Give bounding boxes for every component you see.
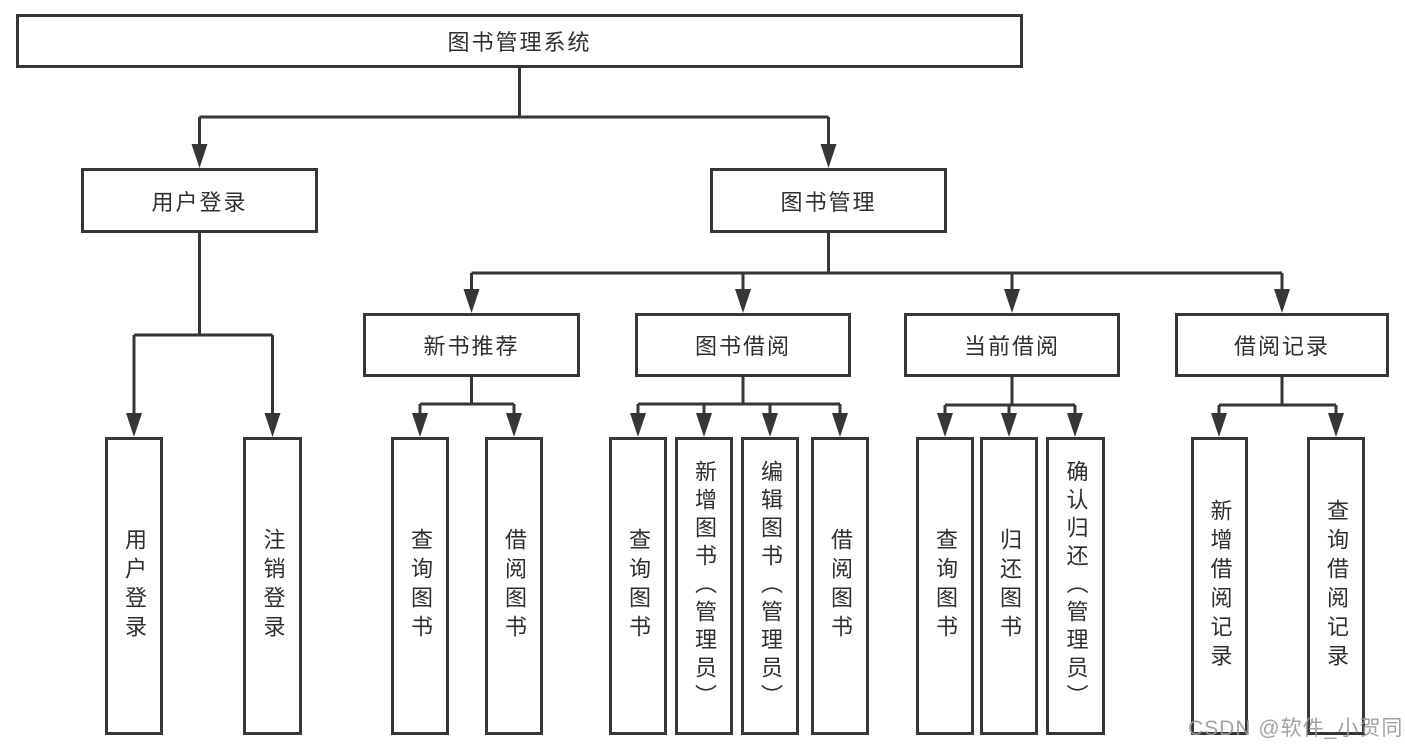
arrowhead	[630, 413, 646, 437]
arrowhead	[1211, 413, 1227, 437]
node-book-borrow-label: 图书借阅	[694, 334, 791, 359]
node-book-mgmt: 图书管理	[710, 168, 947, 233]
leaf-user-login: 用户登录	[105, 437, 163, 735]
leaf-add-record-label: 新增借阅记录	[1207, 499, 1233, 673]
node-borrow-record: 借阅记录	[1175, 313, 1389, 377]
connector-book-mgmt-to-level3	[463, 233, 1290, 313]
node-book-mgmt-label: 图书管理	[780, 189, 877, 215]
leaf-query-record: 查询借阅记录	[1307, 437, 1365, 735]
leaf-confirm-return-label: 确认归还（管理员）	[1063, 460, 1089, 712]
connector-current-borrow-to-leaves	[937, 377, 1083, 437]
leaf-return-book: 归还图书	[980, 437, 1038, 735]
arrowhead	[696, 413, 712, 437]
arrowhead	[820, 144, 837, 168]
leaf-query-book-2-label: 查询图书	[626, 528, 651, 644]
leaf-add-record: 新增借阅记录	[1191, 437, 1248, 735]
node-new-book-rec-label: 新书推荐	[423, 334, 520, 359]
node-root-label: 图书管理系统	[447, 30, 592, 55]
node-current-borrow-label: 当前借阅	[963, 334, 1060, 359]
connector-user-login-to-leaves	[126, 233, 281, 437]
leaf-query-record-label: 查询借阅记录	[1324, 499, 1349, 673]
arrowhead	[1328, 413, 1344, 437]
arrowhead	[1067, 413, 1083, 437]
leaf-borrow-book-1: 借阅图书	[485, 437, 543, 735]
leaf-edit-book: 编辑图书（管理员）	[741, 437, 799, 735]
connector-new-book-rec-to-leaves	[412, 377, 522, 437]
arrowhead	[264, 413, 281, 437]
arrowhead	[191, 144, 208, 168]
arrowhead	[1001, 413, 1017, 437]
leaf-query-book-3: 查询图书	[916, 437, 974, 735]
arrowhead	[126, 413, 142, 437]
arrowhead	[463, 289, 480, 313]
leaf-query-book-1-label: 查询图书	[408, 528, 433, 644]
connector-borrow-record-to-leaves	[1211, 377, 1344, 437]
leaf-user-login-label: 用户登录	[122, 528, 147, 644]
leaf-query-book-2: 查询图书	[609, 437, 667, 735]
arrowhead	[412, 413, 428, 437]
csdn-watermark: CSDN @软件_小贺同学	[1188, 717, 1405, 740]
leaf-return-book-label: 归还图书	[997, 528, 1022, 644]
arrowhead	[1274, 289, 1290, 313]
leaf-borrow-book-1-label: 借阅图书	[502, 528, 527, 644]
arrowhead	[762, 413, 778, 437]
leaf-borrow-book-2: 借阅图书	[811, 437, 869, 735]
leaf-confirm-return: 确认归还（管理员）	[1046, 437, 1105, 735]
arrowhead	[506, 413, 522, 437]
arrowhead	[1004, 289, 1020, 313]
arrowhead	[937, 413, 953, 437]
arrowhead	[832, 413, 848, 437]
leaf-add-book-label: 新增图书（管理员）	[692, 460, 717, 712]
leaf-logout: 注销登录	[243, 437, 302, 735]
arrowhead	[735, 289, 751, 313]
leaf-add-book: 新增图书（管理员）	[675, 437, 733, 735]
connector-book-borrow-to-leaves	[630, 377, 848, 437]
leaf-borrow-book-2-label: 借阅图书	[828, 528, 853, 644]
node-new-book-rec: 新书推荐	[363, 313, 580, 377]
node-user-login-label: 用户登录	[151, 189, 248, 215]
node-current-borrow: 当前借阅	[904, 313, 1120, 377]
node-root: 图书管理系统	[16, 14, 1023, 68]
leaf-query-book-3-label: 查询图书	[933, 528, 958, 644]
connector-root-to-level2	[191, 68, 837, 168]
leaf-edit-book-label: 编辑图书（管理员）	[758, 460, 783, 712]
node-borrow-record-label: 借阅记录	[1233, 334, 1330, 359]
leaf-query-book-1: 查询图书	[391, 437, 449, 735]
node-user-login: 用户登录	[81, 168, 318, 233]
node-book-borrow: 图书借阅	[635, 313, 851, 377]
leaf-logout-label: 注销登录	[260, 528, 286, 644]
